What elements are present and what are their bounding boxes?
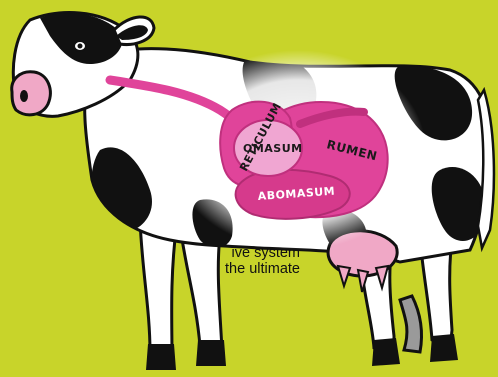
omasum-label: OMASUM [243, 142, 303, 155]
